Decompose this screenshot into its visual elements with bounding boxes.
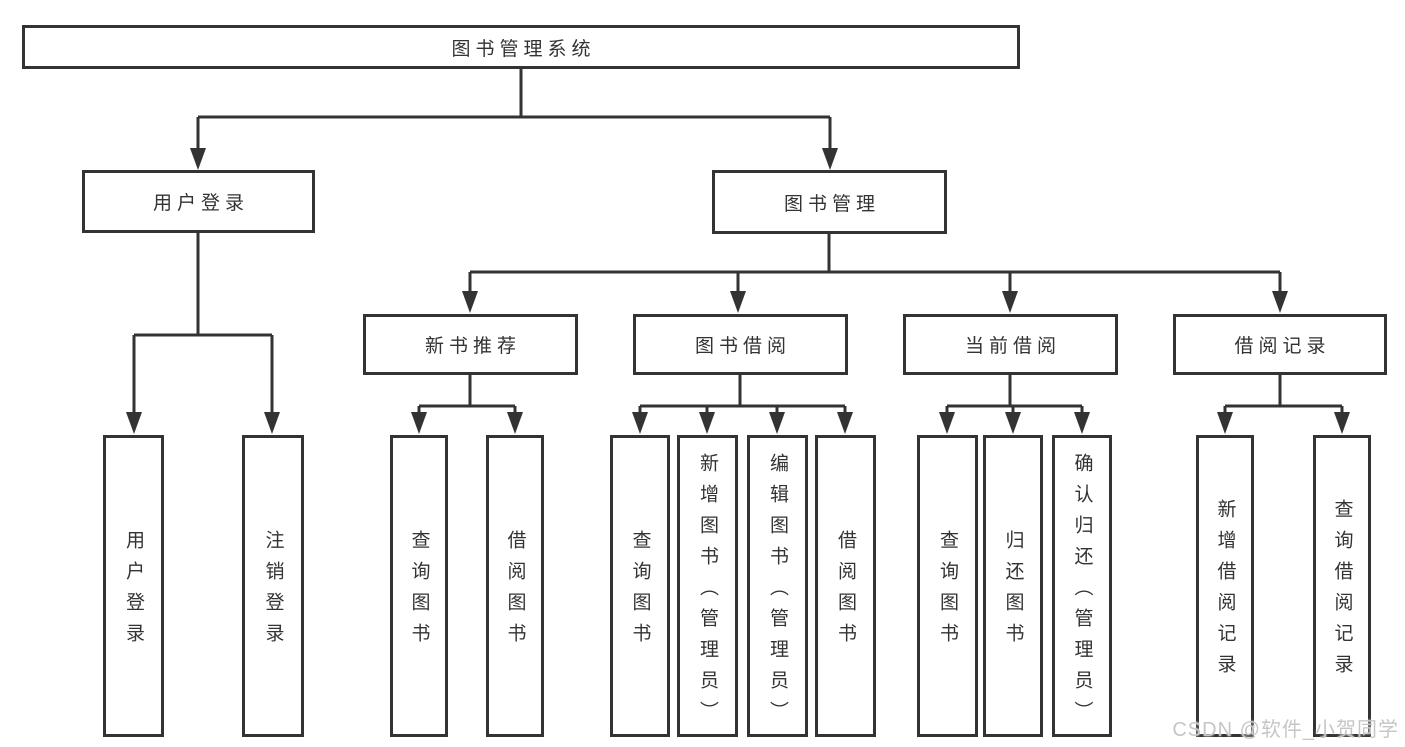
edge-root-to-level2 xyxy=(196,69,832,150)
arrowhead xyxy=(1002,291,1018,313)
arrowhead xyxy=(1334,412,1350,434)
arrowhead xyxy=(1074,412,1090,434)
leaf-add-borrow-record: 新增借阅记录 xyxy=(1196,435,1254,737)
arrowhead xyxy=(632,412,648,434)
edge-user-login-to-leaves xyxy=(132,233,274,413)
arrowhead xyxy=(1005,412,1021,434)
edge-current-borrow-to-leaves xyxy=(945,375,1084,413)
leaf-user-login: 用户登录 xyxy=(103,435,164,737)
node-new-book-recommendation: 新书推荐 xyxy=(363,314,578,375)
edge-borrow-record-to-leaves xyxy=(1223,375,1344,413)
leaf-query-books: 查询图书 xyxy=(390,435,448,737)
arrowhead xyxy=(730,291,746,313)
arrowhead xyxy=(507,412,523,434)
arrowhead xyxy=(1217,412,1233,434)
leaf-add-books-admin: 新增图书（管理员） xyxy=(677,435,738,737)
leaf-logout: 注销登录 xyxy=(242,435,304,737)
leaf-return-books: 归还图书 xyxy=(983,435,1043,737)
arrowhead xyxy=(939,412,955,434)
edge-book-mgmt-to-level3 xyxy=(468,234,1282,293)
arrowhead xyxy=(126,412,142,434)
arrowhead xyxy=(411,412,427,434)
leaf-query-books: 查询图书 xyxy=(610,435,670,737)
node-borrowing-records: 借阅记录 xyxy=(1173,314,1387,375)
csdn-watermark: CSDN @软件_小贺同学 xyxy=(1172,719,1399,741)
edge-new-book-to-leaves xyxy=(417,375,517,413)
arrowhead xyxy=(699,412,715,434)
arrowhead xyxy=(190,148,206,170)
leaf-query-borrow-record: 查询借阅记录 xyxy=(1313,435,1371,737)
leaf-query-books: 查询图书 xyxy=(917,435,978,737)
arrowhead xyxy=(1272,291,1288,313)
node-current-borrowing: 当前借阅 xyxy=(903,314,1118,375)
arrowhead xyxy=(264,412,280,434)
leaf-borrow-books: 借阅图书 xyxy=(486,435,544,737)
leaf-edit-books-admin: 编辑图书（管理员） xyxy=(747,435,808,737)
edge-book-borrow-to-leaves xyxy=(638,375,847,413)
node-book-borrowing: 图书借阅 xyxy=(633,314,848,375)
node-library-management-system: 图书管理系统 xyxy=(22,25,1020,69)
arrowhead xyxy=(769,412,785,434)
arrowhead xyxy=(837,412,853,434)
node-book-management: 图书管理 xyxy=(712,170,947,234)
node-user-login: 用户登录 xyxy=(82,170,315,233)
arrowhead xyxy=(822,148,838,170)
leaf-borrow-books: 借阅图书 xyxy=(815,435,876,737)
leaf-confirm-return-admin: 确认归还（管理员） xyxy=(1052,435,1112,737)
arrowhead xyxy=(462,291,478,313)
